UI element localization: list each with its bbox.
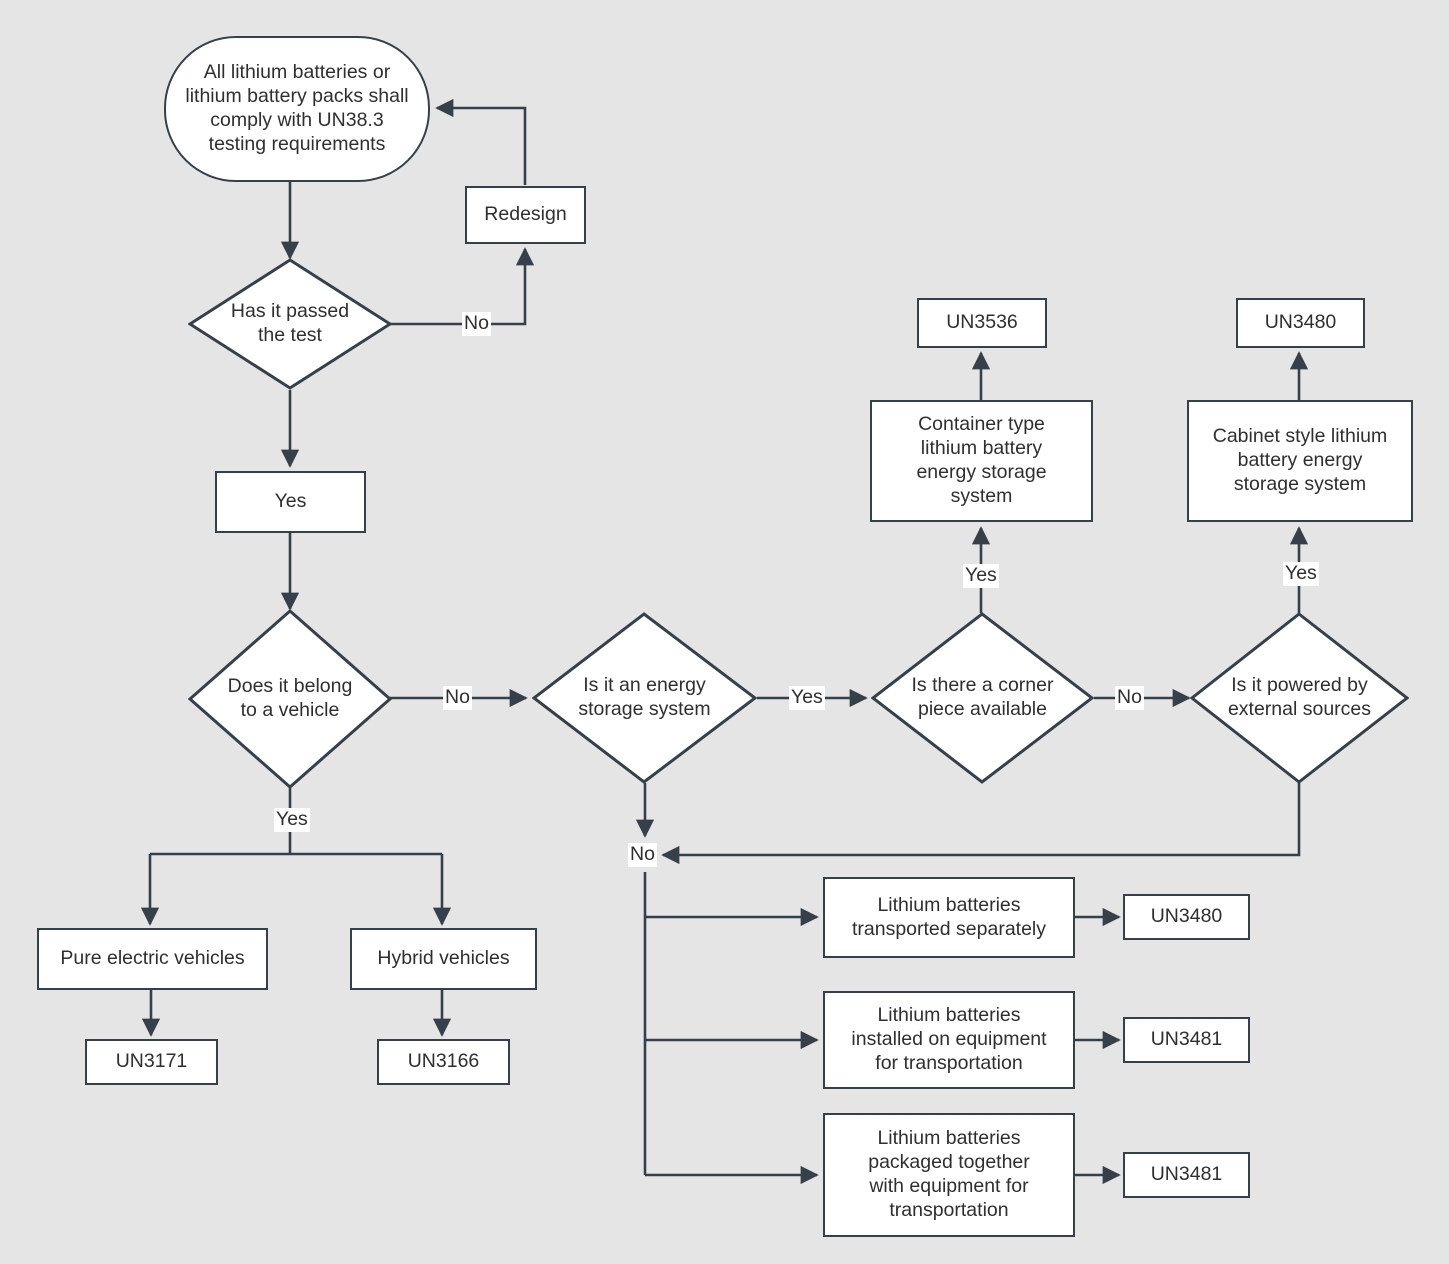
edge-label-storage-no: No [628, 843, 657, 867]
diamond-shape [532, 612, 757, 784]
edge-test-no-to-redesign [383, 247, 535, 326]
node-yes[interactable]: Yes [215, 471, 366, 533]
node-un3171-label: UN3171 [115, 1050, 188, 1073]
node-un3481-installed-label: UN3481 [1150, 1028, 1223, 1051]
node-has-it-passed-the-test-label: Has it passed the test [230, 300, 350, 346]
edge-label-test-no: No [462, 312, 491, 336]
diamond-shape [188, 609, 392, 789]
node-transported-separately[interactable]: Lithium batteries transported separately [823, 877, 1075, 958]
node-un3536-label: UN3536 [946, 311, 1018, 334]
diamond-shape [1190, 612, 1409, 784]
node-un3481-packaged[interactable]: UN3481 [1123, 1152, 1250, 1198]
edge-label-storage-yes: Yes [789, 686, 825, 710]
node-packaged-together-label: Lithium batteries packaged together with… [868, 1127, 1030, 1221]
node-un3171[interactable]: UN3171 [85, 1039, 218, 1085]
node-is-it-an-energy-storage-system[interactable]: Is it an energy storage system [532, 612, 757, 784]
node-start[interactable]: All lithium batteries or lithium battery… [164, 36, 430, 182]
node-start-label: All lithium batteries or lithium battery… [185, 61, 409, 155]
node-pure-electric-vehicles[interactable]: Pure electric vehicles [37, 928, 268, 990]
node-is-it-powered-by-external-sources[interactable]: Is it powered by external sources [1190, 612, 1409, 784]
node-cabinet-style-storage-system-label: Cabinet style lithium battery energy sto… [1212, 425, 1388, 495]
diamond-shape [871, 612, 1094, 784]
node-un3480-separately-label: UN3480 [1150, 905, 1223, 928]
node-un3481-packaged-label: UN3481 [1150, 1163, 1223, 1186]
node-un3481-installed[interactable]: UN3481 [1123, 1017, 1250, 1063]
node-container-type-storage-system[interactable]: Container type lithium battery energy st… [870, 400, 1093, 522]
node-redesign-label: Redesign [484, 203, 567, 226]
node-un3480-separately[interactable]: UN3480 [1123, 894, 1250, 940]
node-un3166[interactable]: UN3166 [377, 1039, 510, 1085]
edge-redesign-to-start [435, 98, 527, 185]
node-transported-separately-label: Lithium batteries transported separately [851, 893, 1047, 940]
node-is-it-powered-by-external-sources-label: Is it powered by external sources [1227, 674, 1372, 720]
node-packaged-together[interactable]: Lithium batteries packaged together with… [823, 1113, 1075, 1237]
edge-label-corner-no: No [1115, 686, 1144, 710]
edge-label-vehicle-no: No [443, 686, 472, 710]
edge-label-corner-yes: Yes [963, 564, 999, 588]
node-container-type-storage-system-label: Container type lithium battery energy st… [916, 413, 1047, 507]
node-un3480-top[interactable]: UN3480 [1236, 298, 1365, 348]
edge-label-vehicle-yes: Yes [274, 808, 310, 832]
node-installed-on-equipment[interactable]: Lithium batteries installed on equipment… [823, 991, 1075, 1089]
node-un3166-label: UN3166 [407, 1050, 480, 1073]
node-redesign[interactable]: Redesign [465, 186, 586, 244]
diamond-shape [188, 258, 392, 390]
node-is-it-an-energy-storage-system-label: Is it an energy storage system [578, 674, 711, 720]
node-installed-on-equipment-label: Lithium batteries installed on equipment… [851, 1004, 1047, 1074]
node-un3480-top-label: UN3480 [1264, 311, 1337, 334]
node-is-there-a-corner-piece-available-label: Is there a corner piece available [911, 674, 1054, 720]
edge-external-no-loop [661, 783, 1301, 865]
node-hybrid-vehicles-label: Hybrid vehicles [377, 947, 510, 970]
node-pure-electric-vehicles-label: Pure electric vehicles [60, 947, 245, 970]
node-yes-label: Yes [274, 490, 307, 513]
node-un3536[interactable]: UN3536 [917, 298, 1047, 348]
node-does-it-belong-to-a-vehicle[interactable]: Does it belong to a vehicle [188, 609, 392, 789]
edge-label-external-yes: Yes [1283, 562, 1319, 586]
node-is-there-a-corner-piece-available[interactable]: Is there a corner piece available [871, 612, 1094, 784]
node-has-it-passed-the-test[interactable]: Has it passed the test [188, 258, 392, 390]
node-cabinet-style-storage-system[interactable]: Cabinet style lithium battery energy sto… [1187, 400, 1413, 522]
node-does-it-belong-to-a-vehicle-label: Does it belong to a vehicle [227, 675, 353, 721]
node-hybrid-vehicles[interactable]: Hybrid vehicles [350, 928, 537, 990]
